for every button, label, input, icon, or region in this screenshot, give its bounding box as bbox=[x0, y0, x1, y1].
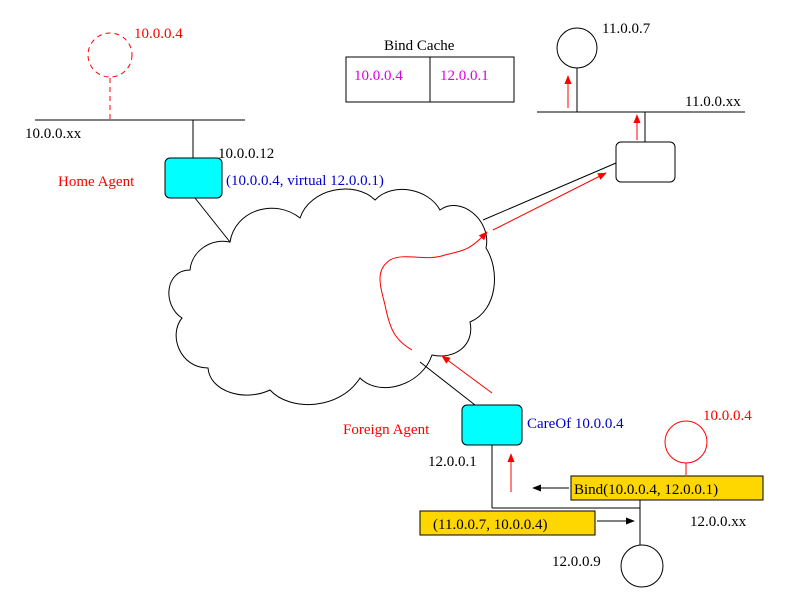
foreign-network-label: 12.0.0.xx bbox=[690, 514, 747, 530]
bind-cache-title: Bind Cache bbox=[384, 38, 455, 54]
route-arrow-to-router bbox=[492, 172, 607, 231]
home-mobile-node-ghost bbox=[87, 32, 133, 78]
foreign-agent-careof-label: CareOf 10.0.0.4 bbox=[527, 416, 624, 432]
router-to-cloud-link bbox=[482, 162, 617, 221]
route-path-through-cloud bbox=[379, 231, 488, 351]
home-mobile-ip-label: 10.0.0.4 bbox=[134, 26, 183, 42]
foreign-agent-ip-label: 12.0.0.1 bbox=[428, 454, 477, 470]
correspondent-ip-label: 11.0.0.7 bbox=[602, 21, 651, 37]
internet-cloud bbox=[168, 188, 495, 406]
foreign-host-node bbox=[620, 544, 664, 588]
data-message-label: (11.0.0.7, 10.0.0.4) bbox=[433, 517, 547, 533]
home-agent-binding-label: (10.0.0.4, virtual 12.0.0.1) bbox=[226, 173, 384, 189]
foreign-agent-uplink-arrow bbox=[441, 355, 493, 394]
data-message-box bbox=[419, 510, 596, 536]
bind-cache-virtual-cell: 12.0.0.1 bbox=[440, 68, 489, 84]
foreign-agent-name-label: Foreign Agent bbox=[343, 422, 430, 438]
correspondent-network-label: 11.0.0.xx bbox=[685, 94, 741, 110]
foreign-host-ip-label: 12.0.0.9 bbox=[552, 554, 601, 570]
foreign-agent-to-cloud-link bbox=[419, 361, 476, 406]
bind-message-box bbox=[570, 475, 764, 501]
visiting-mobile-node bbox=[664, 420, 708, 464]
correspondent-router bbox=[615, 141, 676, 183]
bind-message-label: Bind(10.0.0.4, 12.0.0.1) bbox=[574, 482, 718, 498]
home-agent-to-cloud-link bbox=[194, 197, 231, 243]
home-agent-box bbox=[164, 157, 223, 199]
home-network-label: 10.0.0.xx bbox=[25, 126, 82, 142]
home-agent-name-label: Home Agent bbox=[58, 174, 135, 190]
visiting-mobile-ip-label: 10.0.0.4 bbox=[703, 408, 752, 424]
home-agent-ip-label: 10.0.0.12 bbox=[218, 146, 274, 162]
bind-cache-home-cell: 10.0.0.4 bbox=[354, 68, 403, 84]
foreign-agent-box bbox=[461, 404, 523, 446]
correspondent-node bbox=[556, 27, 598, 69]
